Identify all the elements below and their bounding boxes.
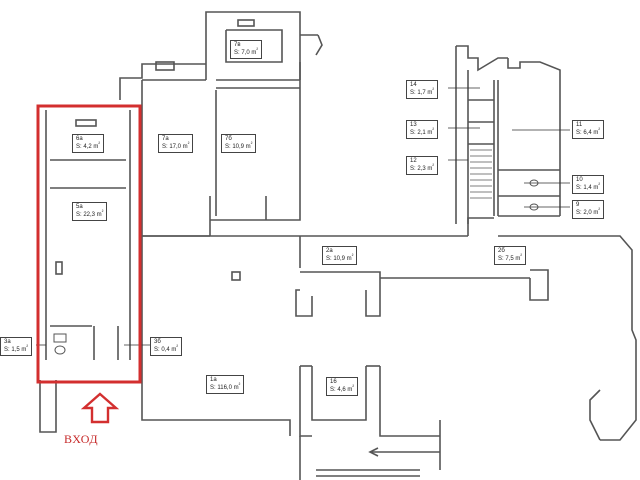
highlight-frame [36, 104, 142, 384]
entrance-arrow-icon [80, 392, 120, 424]
entrance-label: ВХОД [64, 432, 99, 446]
leader-lines [36, 87, 570, 346]
toilet-fixtures [53, 179, 539, 355]
walls [39, 11, 637, 480]
